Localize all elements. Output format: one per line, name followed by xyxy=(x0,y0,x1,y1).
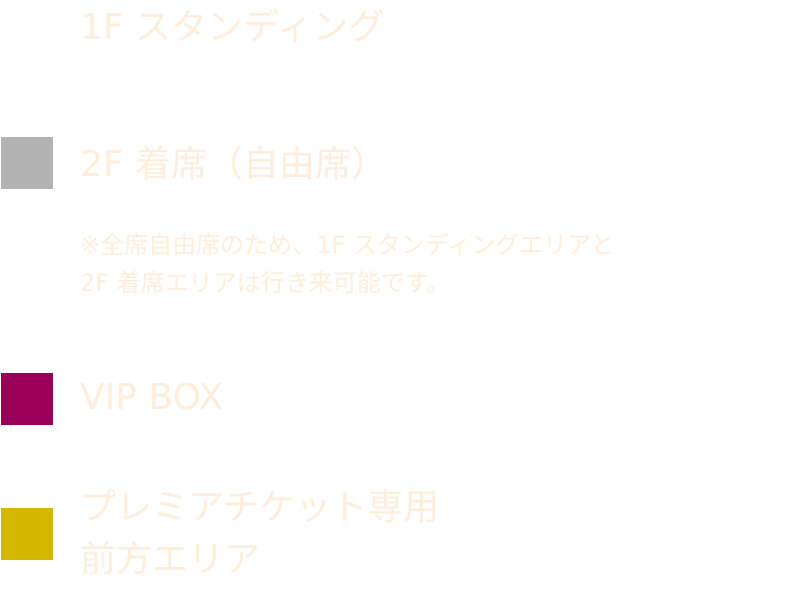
color-swatch-purple xyxy=(1,373,53,425)
legend-label-line: プレミアチケット専用 xyxy=(80,487,440,528)
legend-label: 1F スタンディング xyxy=(80,7,385,48)
legend-label: 2F 着席（自由席） xyxy=(80,144,388,185)
color-swatch-yellow xyxy=(1,508,53,560)
color-swatch-gray xyxy=(1,137,53,189)
legend-note-line: 2F 着席エリアは行き来可能です。 xyxy=(80,269,451,297)
legend-label: VIP BOX xyxy=(80,377,224,418)
legend-label-line: 前方エリア xyxy=(80,539,261,580)
legend-note-line: ※全席自由席のため、1F スタンディングエリアと xyxy=(80,231,615,259)
